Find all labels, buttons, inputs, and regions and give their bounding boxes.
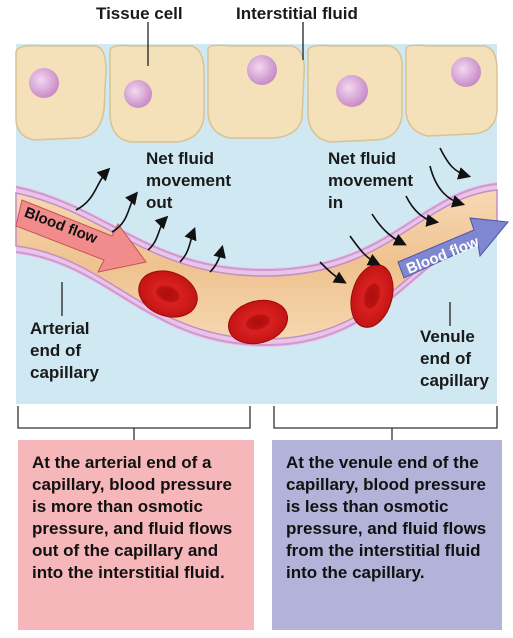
interstitial-fluid-label: Interstitial fluid (236, 4, 358, 24)
arterial-explanation: At the arterial end of a capillary, bloo… (18, 440, 254, 630)
arterial-end-label: Arterial end of capillary (30, 318, 99, 384)
venule-end-label: Venule end of capillary (420, 326, 489, 392)
tissue-cell-label: Tissue cell (96, 4, 183, 24)
tissue-cells (16, 45, 497, 142)
cell-nucleus (124, 80, 152, 108)
venule-bracket (274, 406, 497, 428)
tissue-cell (16, 46, 106, 140)
arterial-bracket (18, 406, 250, 428)
net-fluid-in-label: Net fluid movement in (328, 148, 413, 214)
cell-nucleus (336, 75, 368, 107)
cell-nucleus (247, 55, 277, 85)
net-fluid-out-label: Net fluid movement out (146, 148, 231, 214)
tissue-cell (406, 45, 497, 136)
cell-nucleus (451, 57, 481, 87)
cell-nucleus (29, 68, 59, 98)
venule-explanation: At the venule end of the capillary, bloo… (272, 440, 502, 630)
brackets (18, 406, 497, 440)
